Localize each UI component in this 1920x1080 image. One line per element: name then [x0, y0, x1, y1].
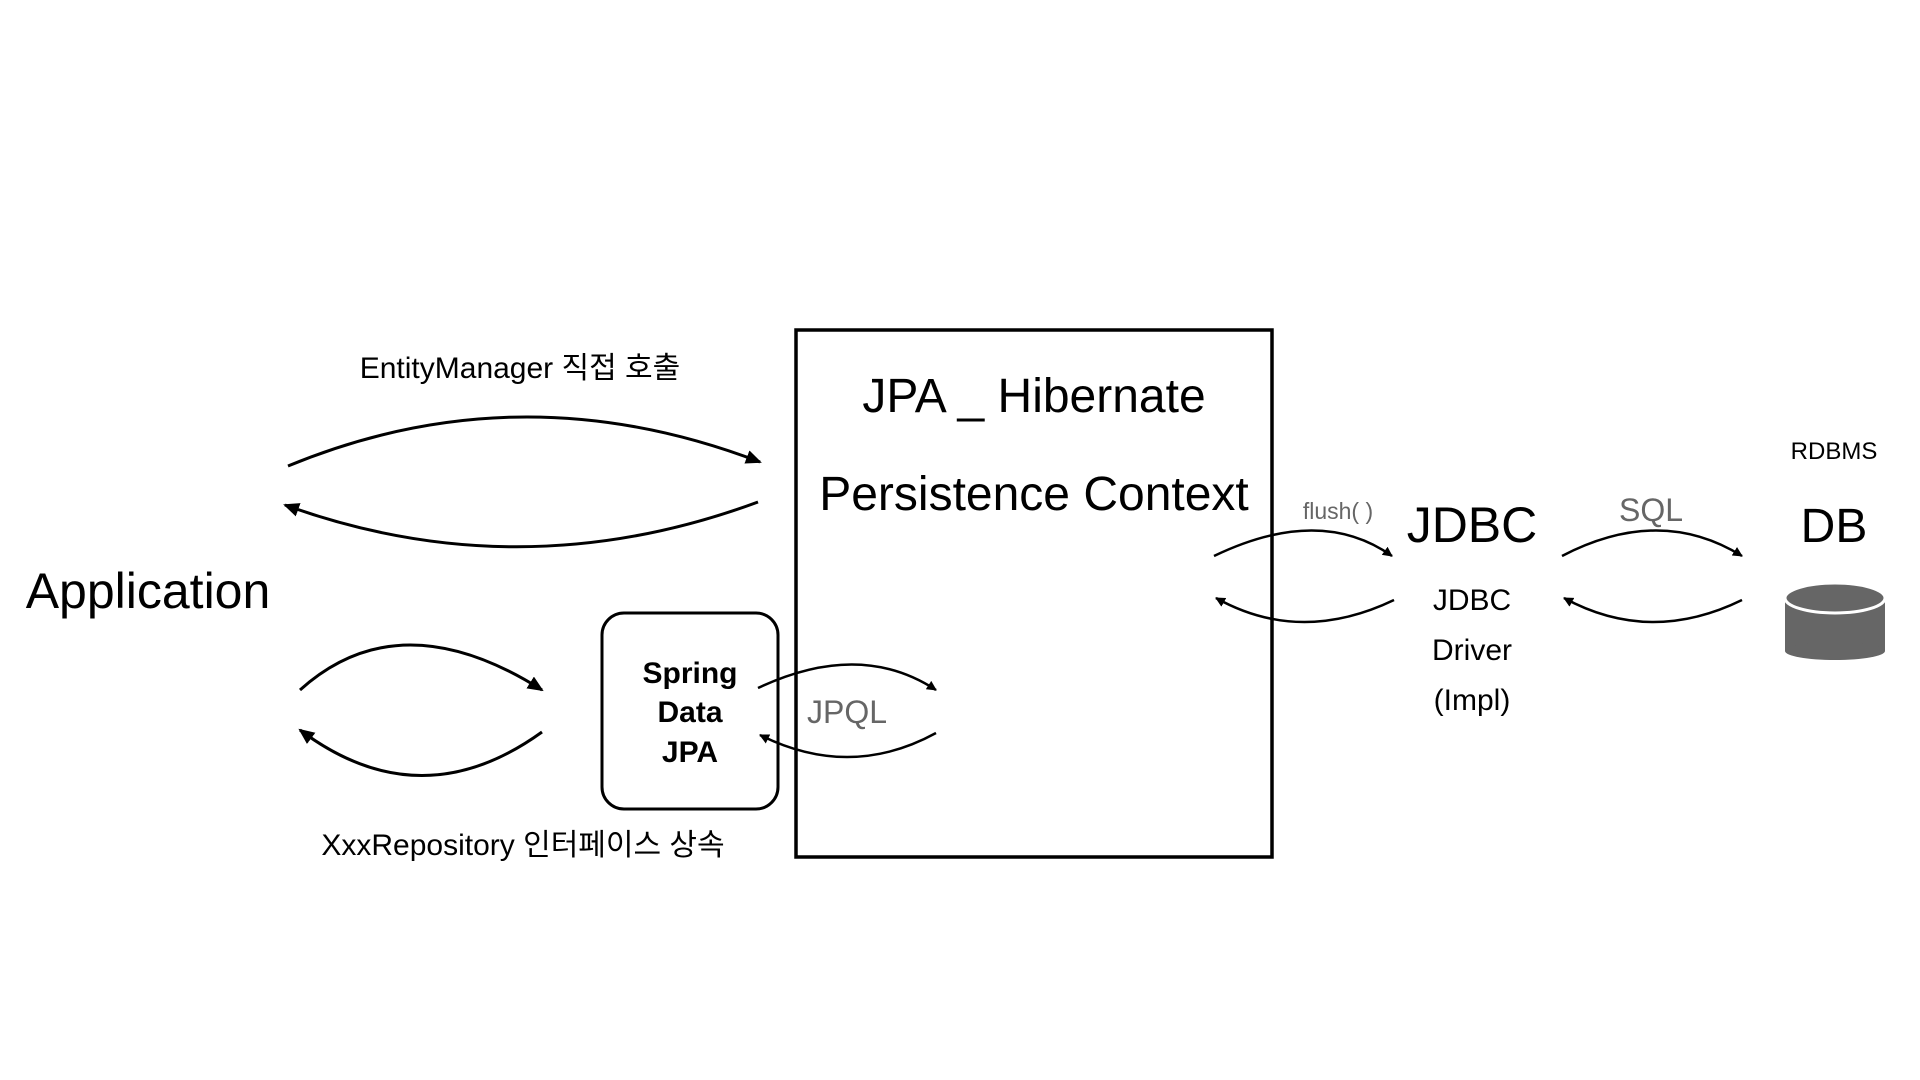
rdbms-label: RDBMS	[1791, 438, 1878, 465]
jpa-hibernate-title: JPA _ Hibernate	[862, 370, 1205, 423]
arrow-app-to-spring-data	[298, 643, 544, 692]
arrow-persistence-to-jdbc	[1213, 529, 1393, 558]
application-label: Application	[26, 563, 271, 619]
spring-data-jpa-box	[600, 611, 780, 811]
spring-data-jpa-line3: JPA	[662, 736, 718, 769]
persistence-context-title: Persistence Context	[819, 468, 1249, 521]
arrow-spring-data-to-jpql	[757, 663, 937, 692]
jdbc-driver-line1: JDBC	[1433, 584, 1511, 617]
jdbc-title: JDBC	[1407, 497, 1538, 553]
database-cylinder-icon	[1783, 581, 1887, 660]
repository-label: XxxRepository 인터페이스 상속	[321, 829, 724, 862]
spring-data-jpa-line2: Data	[657, 696, 722, 729]
arrow-jpql-to-spring-data	[759, 731, 937, 759]
arrow-spring-data-to-app	[298, 728, 543, 777]
jpql-label: JPQL	[807, 694, 887, 730]
sql-label: SQL	[1619, 492, 1683, 528]
arrow-db-to-jdbc	[1563, 596, 1743, 624]
jdbc-driver-line3: (Impl)	[1434, 684, 1511, 717]
arrow-jdbc-to-persistence	[1215, 596, 1395, 624]
flush-label: flush( )	[1303, 498, 1373, 524]
db-title: DB	[1801, 500, 1868, 553]
entity-manager-label: EntityManager 직접 호출	[360, 352, 681, 385]
arrow-jdbc-to-db	[1561, 529, 1743, 558]
jdbc-driver-line2: Driver	[1432, 634, 1512, 667]
arrow-jpa-to-app	[283, 500, 759, 549]
jpa-hibernate-box	[794, 328, 1274, 859]
spring-data-jpa-line1: Spring	[643, 657, 738, 690]
arrow-app-to-jpa	[287, 415, 762, 468]
